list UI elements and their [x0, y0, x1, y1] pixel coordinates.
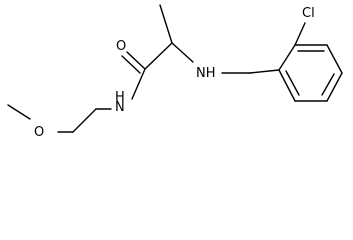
ether-oxygen-label: O	[34, 125, 44, 137]
bond-chain-1-2	[72, 108, 97, 133]
ring-double-inner-3	[285, 70, 300, 96]
bond-ether-o-methyl	[7, 104, 31, 120]
molecule-canvas: Cl NH O N H O	[7, 4, 343, 137]
bond-alpha-amine-nh	[171, 42, 194, 63]
bond-alpha-carbonyl	[144, 42, 173, 70]
bond-benzylic-aryl	[249, 69, 280, 74]
ring-bond-1	[278, 44, 296, 71]
bond-carbonyl-amide-n	[131, 68, 146, 100]
bond-ring-chlorine	[294, 22, 306, 46]
ring-bond-3	[326, 44, 343, 74]
ring-bond-4	[326, 72, 343, 102]
carbonyl-oxygen-label: O	[116, 39, 126, 54]
bond-carbonyl-double-1	[126, 51, 146, 70]
chlorine-label: Cl	[302, 6, 315, 21]
amide-n-label: N	[115, 100, 125, 115]
ring-double-inner-2	[321, 73, 335, 96]
bond-carbonyl-double-2	[121, 55, 141, 74]
ring-bond-6	[278, 69, 296, 102]
amine-nh-label: NH	[196, 66, 216, 81]
bond-methyl-alpha	[159, 4, 173, 44]
amide-h-label: H	[115, 90, 125, 105]
chemical-structure-diagram: Cl NH O N H O	[7, 4, 343, 137]
